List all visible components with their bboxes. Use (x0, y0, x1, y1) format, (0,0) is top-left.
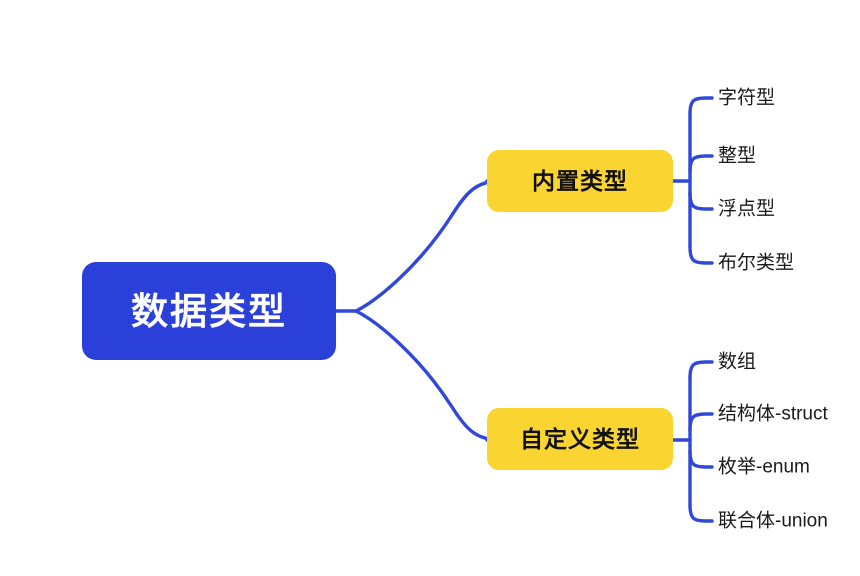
root-node-label: 数据类型 (131, 290, 287, 332)
connector-builtin-leaf-3 (688, 191, 714, 211)
connector-builtin-leaf-4 (688, 245, 714, 265)
connector-custom-leaf-1 (688, 360, 714, 380)
leaf-node-custom-4[interactable]: 联合体-union (718, 510, 828, 532)
branch-node-custom[interactable]: 自定义类型 (487, 408, 673, 470)
connector-builtin-leaf-2 (688, 154, 714, 174)
connector-custom-leaf-3 (688, 449, 714, 469)
connector-root-to-builtin (354, 179, 502, 313)
branch-node-builtin-label: 内置类型 (532, 167, 628, 194)
leaf-node-builtin-2[interactable]: 整型 (718, 145, 757, 167)
connector-custom-leaf-4 (688, 503, 714, 523)
leaf-node-builtin-1[interactable]: 字符型 (718, 87, 776, 109)
root-node[interactable]: 数据类型 (82, 262, 336, 360)
leaf-node-builtin-4[interactable]: 布尔类型 (718, 252, 795, 274)
leaf-node-custom-1[interactable]: 数组 (718, 351, 757, 373)
branch-node-builtin[interactable]: 内置类型 (487, 150, 673, 212)
leaf-node-builtin-3[interactable]: 浮点型 (718, 198, 776, 220)
leaf-node-custom-2[interactable]: 结构体-struct (718, 403, 828, 425)
leaf-node-custom-3[interactable]: 枚举-enum (718, 456, 810, 478)
branch-node-custom-label: 自定义类型 (520, 425, 640, 452)
connector-custom-leaf-2 (688, 412, 714, 432)
connector-builtin-leaf-1 (688, 96, 714, 116)
connector-root-to-custom (354, 309, 502, 442)
